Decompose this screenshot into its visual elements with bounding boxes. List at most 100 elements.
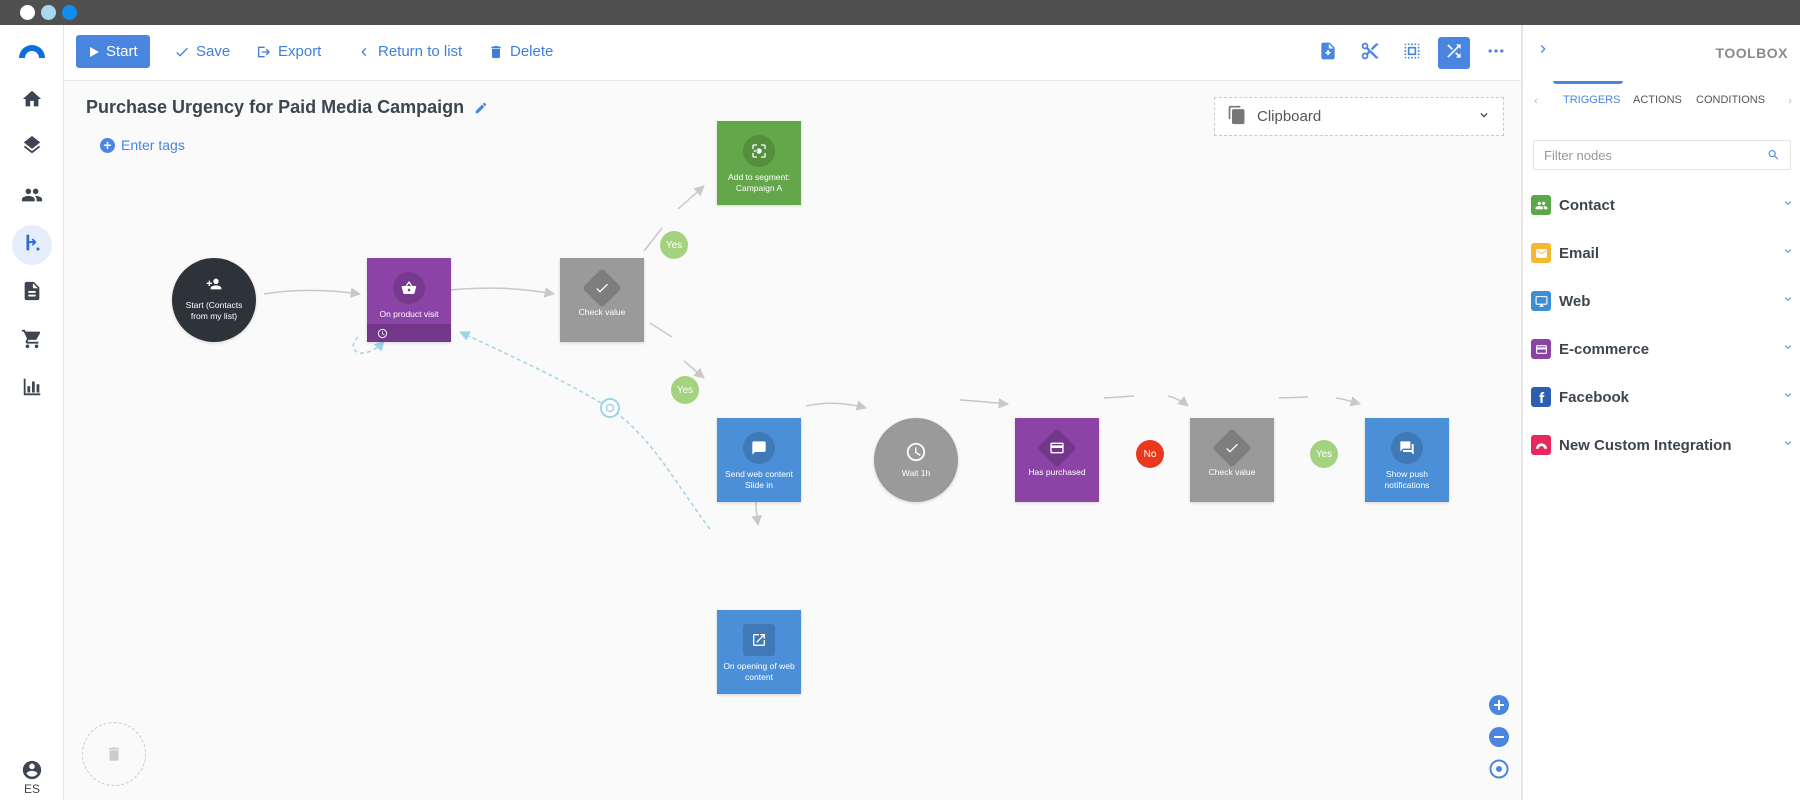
tabs-scroll-right[interactable] bbox=[1785, 93, 1795, 111]
start-node[interactable]: Start (Contacts from my list) bbox=[172, 258, 256, 342]
chat-icon bbox=[1391, 432, 1423, 464]
push-notifications-node[interactable]: Show push notifications bbox=[1365, 418, 1449, 502]
delete-button[interactable]: Delete bbox=[484, 35, 557, 68]
export-button[interactable]: Export bbox=[252, 35, 325, 68]
export-button-label: Export bbox=[278, 43, 322, 60]
open-web-content-node[interactable]: On opening of web content bbox=[717, 610, 801, 694]
push-notifications-node-label: Show push notifications bbox=[1384, 469, 1430, 490]
has-purchased-node[interactable]: Has purchased bbox=[1015, 418, 1099, 502]
user-avatar[interactable] bbox=[21, 759, 43, 781]
sidebar-item-reports[interactable] bbox=[12, 369, 52, 409]
save-button[interactable]: Save bbox=[170, 35, 234, 68]
product-visit-node-label: On product visit bbox=[379, 309, 439, 319]
more-icon bbox=[1486, 41, 1506, 66]
campaign-title-text: Purchase Urgency for Paid Media Campaign bbox=[86, 97, 465, 117]
node-timer-footer[interactable] bbox=[367, 324, 451, 342]
category-label: Email bbox=[1559, 244, 1600, 262]
chart-icon bbox=[21, 376, 43, 403]
send-web-content-node[interactable]: Send web content Slide in bbox=[717, 418, 801, 502]
no-badge[interactable]: No bbox=[1136, 440, 1164, 468]
zoom-in-button[interactable] bbox=[1489, 695, 1509, 715]
cut-button[interactable] bbox=[1354, 37, 1386, 69]
tab-actions[interactable]: ACTIONS bbox=[1633, 94, 1682, 106]
category-new-custom-integration[interactable]: New Custom Integration bbox=[1531, 430, 1794, 460]
sidebar-item-ecommerce[interactable] bbox=[12, 321, 52, 361]
sidebar-item-templates[interactable] bbox=[12, 129, 52, 169]
check-value-node[interactable]: Check value bbox=[560, 258, 644, 342]
contacts-icon bbox=[21, 184, 43, 211]
check-icon bbox=[582, 268, 622, 308]
external-icon bbox=[743, 624, 775, 656]
yes-badge[interactable]: Yes bbox=[1310, 440, 1338, 468]
category-facebook[interactable]: Facebook bbox=[1531, 382, 1794, 412]
search-icon[interactable] bbox=[1767, 148, 1780, 162]
yes-badge[interactable]: Yes bbox=[660, 231, 688, 259]
recenter-button[interactable] bbox=[1489, 759, 1509, 779]
message-icon bbox=[743, 432, 775, 464]
filter-nodes-field[interactable] bbox=[1533, 140, 1791, 170]
connector-wait-to-purchased bbox=[959, 398, 1010, 409]
connector-yes-to-segment bbox=[677, 185, 705, 210]
language-label[interactable]: ES bbox=[24, 782, 41, 796]
chevron-down-icon bbox=[1782, 196, 1794, 214]
play-icon bbox=[90, 46, 99, 57]
trash-dropzone[interactable] bbox=[82, 722, 146, 786]
yes-badge[interactable]: Yes bbox=[671, 376, 699, 404]
more-options-button[interactable] bbox=[1480, 37, 1512, 69]
tabs-scroll-left[interactable] bbox=[1531, 93, 1541, 111]
add-node-button[interactable] bbox=[1312, 37, 1344, 69]
collapse-toolbox-button[interactable] bbox=[1535, 41, 1551, 62]
chevron-down-icon bbox=[1782, 436, 1794, 454]
category-contact[interactable]: Contact bbox=[1531, 190, 1794, 220]
clipboard-dropdown[interactable]: Clipboard bbox=[1214, 97, 1504, 136]
sidebar-item-contacts[interactable] bbox=[12, 177, 52, 217]
clock-icon bbox=[900, 436, 932, 468]
window-close-dot[interactable] bbox=[20, 5, 35, 20]
zoom-out-button[interactable] bbox=[1489, 727, 1509, 747]
window-maximize-dot[interactable] bbox=[62, 5, 77, 20]
email-icon bbox=[1531, 243, 1551, 263]
plus-icon bbox=[1489, 695, 1509, 715]
return-button-label: Return to list bbox=[378, 43, 463, 60]
filter-nodes-input[interactable] bbox=[1544, 147, 1767, 163]
add-to-segment-node-label: Add to segment: Campaign A bbox=[728, 172, 790, 193]
toolbar: Start Save Export Return to list Delete bbox=[64, 25, 1521, 81]
sidebar-item-flows[interactable] bbox=[12, 225, 52, 265]
open-web-content-node-label: On opening of web content bbox=[723, 661, 795, 682]
category-web[interactable]: Web bbox=[1531, 286, 1794, 316]
check-value-node-2[interactable]: Check value bbox=[1190, 418, 1274, 502]
chevron-right-icon bbox=[1788, 98, 1792, 104]
tab-conditions[interactable]: CONDITIONS bbox=[1696, 94, 1766, 106]
chevron-down-icon bbox=[1782, 388, 1794, 406]
flow-canvas[interactable]: Purchase Urgency for Paid Media Campaign… bbox=[64, 81, 1521, 800]
window-minimize-dot[interactable] bbox=[41, 5, 56, 20]
edit-icon[interactable] bbox=[474, 101, 488, 115]
select-area-button[interactable] bbox=[1396, 37, 1428, 69]
add-contacts-icon bbox=[198, 268, 230, 300]
sidebar-item-home[interactable] bbox=[12, 81, 52, 121]
start-button[interactable]: Start bbox=[76, 35, 150, 68]
connector-visit-to-check bbox=[447, 287, 556, 298]
scissors-icon bbox=[1360, 41, 1380, 66]
category-label: Facebook bbox=[1559, 388, 1630, 406]
enter-tags-button[interactable]: + Enter tags bbox=[100, 137, 185, 153]
start-node-label: Start (Contacts from my list) bbox=[185, 300, 243, 321]
category-email[interactable]: Email bbox=[1531, 238, 1794, 268]
app-logo[interactable] bbox=[17, 42, 47, 58]
return-to-list-button[interactable]: Return to list bbox=[352, 35, 466, 68]
category-ecommerce[interactable]: E-commerce bbox=[1531, 334, 1794, 364]
add-to-segment-node[interactable]: Add to segment: Campaign A bbox=[717, 121, 801, 205]
sidebar-item-documents[interactable] bbox=[12, 273, 52, 313]
trash-icon bbox=[491, 45, 501, 58]
card-icon bbox=[1037, 428, 1077, 468]
enter-tags-label: Enter tags bbox=[121, 137, 185, 153]
auto-layout-button[interactable] bbox=[1438, 37, 1470, 69]
toolbox-tabs: TRIGGERS ACTIONS CONDITIONS bbox=[1523, 81, 1800, 121]
category-label: Contact bbox=[1559, 196, 1615, 214]
wait-node[interactable]: Wait 1h bbox=[874, 418, 958, 502]
tab-triggers[interactable]: TRIGGERS bbox=[1563, 94, 1621, 106]
has-purchased-node-label: Has purchased bbox=[1028, 467, 1086, 477]
add-tag-icon: + bbox=[100, 137, 115, 153]
minus-icon bbox=[1489, 727, 1509, 747]
product-visit-node[interactable]: On product visit bbox=[367, 258, 451, 342]
